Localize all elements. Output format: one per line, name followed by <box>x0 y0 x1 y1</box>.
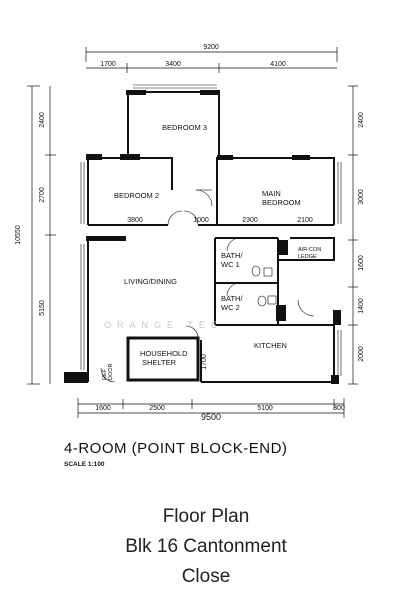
label-aircon-line2: LEDGE <box>298 254 317 260</box>
dim-inner-1: 3800 <box>127 217 143 224</box>
dim-bottom-4: 300 <box>333 405 345 412</box>
label-bedroom-3: BEDROOM 3 <box>162 123 207 132</box>
label-main-bedroom-line1: MAIN <box>262 189 281 198</box>
caption-line-1: Floor Plan <box>162 506 250 527</box>
dim-left-3: 5150 <box>39 300 46 316</box>
wall-blocks <box>64 90 341 384</box>
dim-top-3: 4100 <box>270 61 286 68</box>
floor-plan: 9200 1700 3400 4100 1600 2500 5100 300 9… <box>15 44 365 422</box>
watermark: ORANGE TEE <box>104 320 223 330</box>
caption: Floor Plan Blk 16 Cantonment Close <box>0 502 412 592</box>
label-kitchen: KITCHEN <box>254 341 287 350</box>
dim-right-1: 2400 <box>358 112 365 128</box>
dim-bottom-1: 1600 <box>95 405 111 412</box>
label-bedroom-2: BEDROOM 2 <box>114 191 159 200</box>
label-shelter-line2: SHELTER <box>142 358 177 367</box>
dim-bottom-total: 9500 <box>201 412 221 422</box>
dim-left-total: 10550 <box>15 225 22 245</box>
dim-top-total: 9200 <box>203 44 219 51</box>
dim-top-2: 3400 <box>165 61 181 68</box>
dim-bottom-2: 2500 <box>149 405 165 412</box>
dim-bottom-3: 5100 <box>257 405 273 412</box>
dim-top-1: 1700 <box>100 61 116 68</box>
plan-title: 4-ROOM (POINT BLOCK-END) <box>64 440 288 457</box>
dim-right-2: 3000 <box>358 189 365 205</box>
label-bath-1-line2: WC 1 <box>221 260 240 269</box>
label-shelter-line1: HOUSEHOLD <box>140 349 188 358</box>
dim-right-5: 2000 <box>358 346 365 362</box>
dim-inner-2: 1000 <box>193 217 209 224</box>
plan-scale: SCALE 1:100 <box>64 461 105 468</box>
door-swings <box>100 189 315 383</box>
label-aircon-line1: AIR-CON <box>298 247 321 253</box>
dim-left-1: 2400 <box>39 112 46 128</box>
walls <box>87 91 335 383</box>
dim-inner-3: 2300 <box>242 217 258 224</box>
label-ref-door-line1: REF <box>102 368 108 380</box>
label-bath-1-line1: BATH/ <box>221 251 243 260</box>
label-ref-door-line2: DOOR <box>108 363 114 380</box>
dim-right-4: 1400 <box>358 298 365 314</box>
label-bath-2-line2: WC 2 <box>221 303 240 312</box>
dim-left-2: 2700 <box>39 187 46 203</box>
label-living-dining: LIVING/DINING <box>124 277 177 286</box>
caption-line-2: Blk 16 Cantonment <box>125 536 287 557</box>
caption-line-3: Close <box>181 566 231 587</box>
dim-inner-5: 1700 <box>201 354 208 370</box>
windows <box>80 84 342 376</box>
label-bath-2-line1: BATH/ <box>221 294 243 303</box>
dim-inner-4: 2100 <box>297 217 313 224</box>
dim-right-3: 1600 <box>358 255 365 271</box>
label-main-bedroom-line2: BEDROOM <box>262 198 301 207</box>
fixtures <box>251 265 277 307</box>
